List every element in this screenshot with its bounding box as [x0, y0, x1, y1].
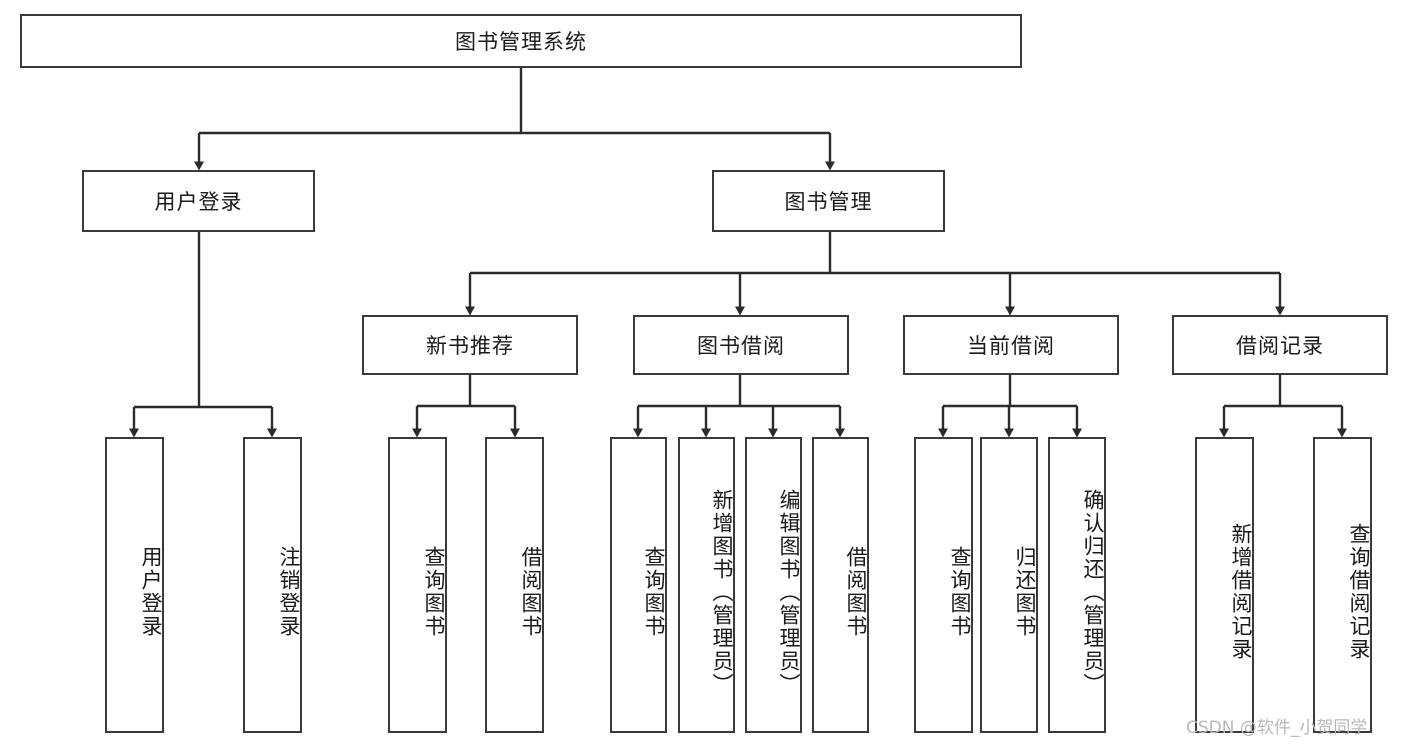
node-label: 查询图书: [948, 546, 972, 638]
csdn-watermark: CSDN @软件_小贺同学: [1186, 718, 1368, 738]
leaf-confirm-return[interactable]: 确认归还（管理员）: [1048, 437, 1106, 733]
node-label: 借阅记录: [1236, 334, 1324, 358]
node-label: 用户登录: [154, 190, 243, 214]
node-label: 新增图书（管理员）: [710, 488, 734, 696]
node-new-book-recommend[interactable]: 新书推荐: [362, 315, 578, 375]
leaf-query-book-recommend[interactable]: 查询图书: [388, 437, 447, 733]
node-book-manage[interactable]: 图书管理: [712, 170, 945, 232]
node-label: 编辑图书（管理员）: [777, 488, 801, 696]
node-root-system[interactable]: 图书管理系统: [20, 14, 1022, 68]
node-current-borrow[interactable]: 当前借阅: [903, 315, 1119, 375]
node-label: 图书借阅: [697, 334, 785, 358]
leaf-add-borrow-record[interactable]: 新增借阅记录: [1195, 437, 1254, 733]
node-label: 用户登录: [139, 546, 163, 638]
node-label: 查询图书: [422, 546, 446, 638]
node-label: 查询借阅记录: [1347, 523, 1371, 661]
leaf-logout-login[interactable]: 注销登录: [243, 437, 302, 733]
leaf-query-book-current[interactable]: 查询图书: [914, 437, 973, 733]
leaf-borrow-book-recommend[interactable]: 借阅图书: [485, 437, 544, 733]
node-label: 借阅图书: [519, 546, 543, 638]
leaf-add-book[interactable]: 新增图书（管理员）: [678, 437, 735, 733]
node-book-borrow[interactable]: 图书借阅: [633, 315, 849, 375]
node-borrow-record[interactable]: 借阅记录: [1172, 315, 1388, 375]
node-label: 注销登录: [277, 546, 301, 638]
node-label: 新增借阅记录: [1229, 523, 1253, 661]
node-label: 新书推荐: [426, 334, 514, 358]
node-label: 确认归还（管理员）: [1081, 488, 1105, 696]
node-label: 归还图书: [1013, 546, 1037, 638]
node-label: 图书管理: [784, 190, 873, 214]
leaf-edit-book[interactable]: 编辑图书（管理员）: [745, 437, 802, 733]
node-user-login[interactable]: 用户登录: [82, 170, 315, 232]
node-label: 查询图书: [642, 546, 666, 638]
node-label: 借阅图书: [844, 546, 868, 638]
node-label: 当前借阅: [967, 334, 1055, 358]
leaf-borrow-book[interactable]: 借阅图书: [812, 437, 869, 733]
leaf-user-login[interactable]: 用户登录: [105, 437, 164, 733]
leaf-return-book[interactable]: 归还图书: [980, 437, 1038, 733]
leaf-query-book-borrow[interactable]: 查询图书: [610, 437, 667, 733]
leaf-query-borrow-record[interactable]: 查询借阅记录: [1313, 437, 1372, 733]
node-label: 图书管理系统: [455, 30, 587, 54]
